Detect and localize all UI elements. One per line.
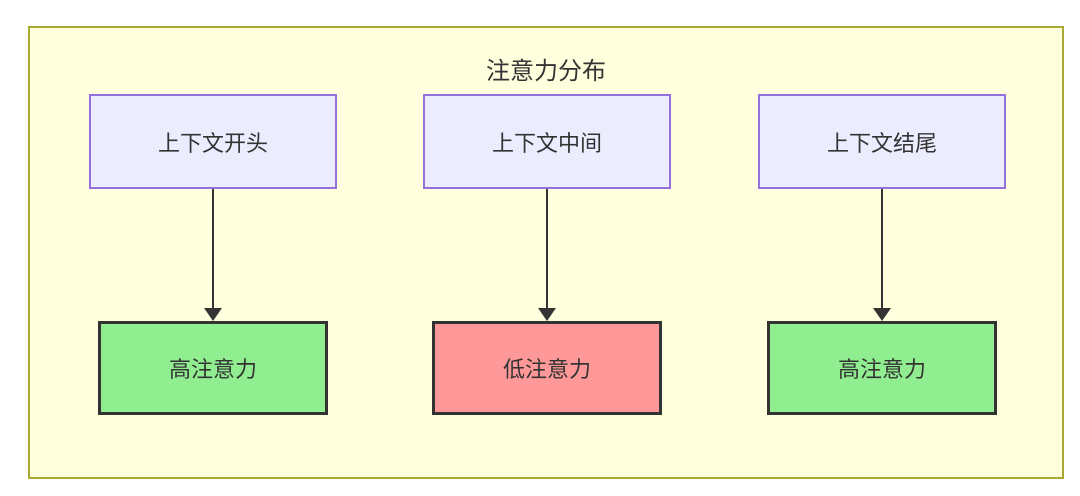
column-context-middle: 上下文中间 低注意力 bbox=[423, 94, 671, 415]
node-low-attention: 低注意力 bbox=[432, 321, 662, 415]
node-context-start: 上下文开头 bbox=[89, 94, 337, 189]
arrowhead-down-icon bbox=[204, 308, 222, 321]
cluster-title: 注意力分布 bbox=[486, 58, 606, 85]
node-high-attention-2: 高注意力 bbox=[767, 321, 997, 415]
node-high-attention-2-label: 高注意力 bbox=[837, 357, 926, 382]
arrow-line bbox=[212, 189, 214, 308]
column-context-start: 上下文开头 高注意力 bbox=[89, 94, 337, 415]
column-context-end: 上下文结尾 高注意力 bbox=[758, 94, 1006, 415]
node-context-middle-label: 上下文中间 bbox=[491, 130, 602, 156]
arrow-end-to-high bbox=[873, 189, 891, 321]
arrowhead-down-icon bbox=[873, 308, 891, 321]
node-low-attention-label: 低注意力 bbox=[502, 357, 591, 382]
node-context-end: 上下文结尾 bbox=[758, 94, 1006, 189]
arrow-middle-to-low bbox=[538, 189, 556, 321]
arrow-line bbox=[881, 189, 883, 308]
node-context-start-label: 上下文开头 bbox=[157, 130, 268, 156]
node-high-attention-1-label: 高注意力 bbox=[168, 357, 257, 382]
node-context-end-label: 上下文结尾 bbox=[826, 130, 937, 156]
arrow-line bbox=[546, 189, 548, 308]
node-high-attention-1: 高注意力 bbox=[98, 321, 328, 415]
arrow-start-to-high bbox=[204, 189, 222, 321]
arrowhead-down-icon bbox=[538, 308, 556, 321]
node-context-middle: 上下文中间 bbox=[423, 94, 671, 189]
